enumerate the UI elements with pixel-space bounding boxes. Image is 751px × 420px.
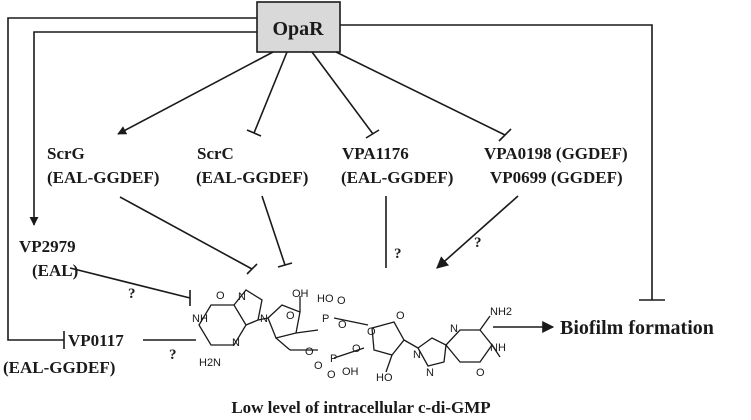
- edge-scrc-cdigmp: [261, 195, 286, 266]
- vp0117-domain: (EAL-GGDEF): [3, 358, 115, 377]
- unknown-mark-vpa1176: ?: [394, 246, 402, 262]
- edge-vp2979-cdigmp: [69, 267, 191, 299]
- atom-label: OH: [342, 366, 359, 378]
- atom-label: OH: [292, 288, 309, 300]
- edge-opar-vp2979: [29, 31, 257, 226]
- unknown-mark-vpa0198: ?: [474, 235, 482, 251]
- opar-label: OpaR: [272, 18, 324, 40]
- vpa1176-name: VPA1176: [342, 144, 409, 163]
- atom-label: P: [322, 313, 329, 325]
- unknown-mark-vp2979: ?: [128, 286, 136, 302]
- edge-vpa0198-cdigmp: [436, 195, 519, 269]
- atom-label: O: [286, 310, 295, 322]
- atom-label: N: [426, 367, 434, 379]
- atom-label: O: [327, 369, 336, 381]
- atom-label: HO: [376, 372, 393, 384]
- atom-label: O: [396, 310, 405, 322]
- atom-label: N: [450, 323, 458, 335]
- atom-label: O: [314, 360, 323, 372]
- edge-opar-scrg: [117, 51, 274, 135]
- atom-label: O: [338, 319, 347, 331]
- atom-label: O: [352, 343, 361, 355]
- biofilm-formation-label: Biofilm formation: [560, 317, 714, 339]
- edge-opar-biofilm: [340, 24, 653, 300]
- vpa0198-label: VPA0198 (GGDEF): [484, 144, 628, 163]
- vpa1176-domain: (EAL-GGDEF): [341, 168, 453, 187]
- atom-label: O: [367, 326, 376, 338]
- vp0699-label: VP0699 (GGDEF): [490, 168, 623, 187]
- unknown-mark-vp0117: ?: [169, 347, 177, 363]
- atom-label: NH: [490, 342, 506, 354]
- atom-label: N: [238, 291, 246, 303]
- right-ribose-ring: [371, 321, 405, 356]
- atom-label: P: [330, 353, 337, 365]
- vp2979-domain: (EAL): [32, 261, 78, 280]
- left-imidazole-ring: [233, 289, 263, 326]
- atom-label: N: [260, 313, 268, 325]
- vp0117-name: VP0117: [68, 331, 124, 350]
- opar-box: [256, 1, 341, 53]
- edge-opar-scrc: [253, 51, 288, 134]
- scrc-domain: (EAL-GGDEF): [196, 168, 308, 187]
- edge-opar-vpa0198-bar: [498, 128, 512, 142]
- vp2979-name: VP2979: [19, 237, 76, 256]
- cdigmp-structure: [198, 289, 501, 373]
- atom-label: H2N: [199, 357, 221, 369]
- atom-label: NH: [192, 313, 208, 325]
- edge-scrg-cdigmp: [119, 196, 253, 270]
- scrc-name: ScrC: [197, 144, 234, 163]
- edge-scrg-cdigmp-bar: [246, 263, 258, 275]
- left-ribose-ring: [267, 304, 301, 339]
- right-imidazole-ring: [417, 337, 447, 367]
- scrg-name: ScrG: [47, 144, 85, 163]
- atom-label: O: [337, 295, 346, 307]
- edge-opar-vpa0198: [335, 51, 506, 136]
- edge-scrc-cdigmp-bar: [277, 262, 293, 268]
- atom-label: HO: [317, 293, 334, 305]
- scrg-domain: (EAL-GGDEF): [47, 168, 159, 187]
- edge-opar-vpa1176-bar: [365, 129, 380, 139]
- edge-opar-vp0117: [7, 17, 257, 341]
- edge-opar-scrc-bar: [246, 129, 262, 137]
- atom-label: O: [216, 290, 225, 302]
- atom-label: O: [305, 346, 314, 358]
- atom-label: N: [413, 349, 421, 361]
- edge-opar-vpa1176: [311, 51, 374, 135]
- atom-label: O: [476, 367, 485, 379]
- atom-label: NH2: [490, 306, 512, 318]
- cdigmp-caption: Low level of intracellular c-di-GMP: [231, 398, 490, 417]
- atom-label: N: [232, 337, 240, 349]
